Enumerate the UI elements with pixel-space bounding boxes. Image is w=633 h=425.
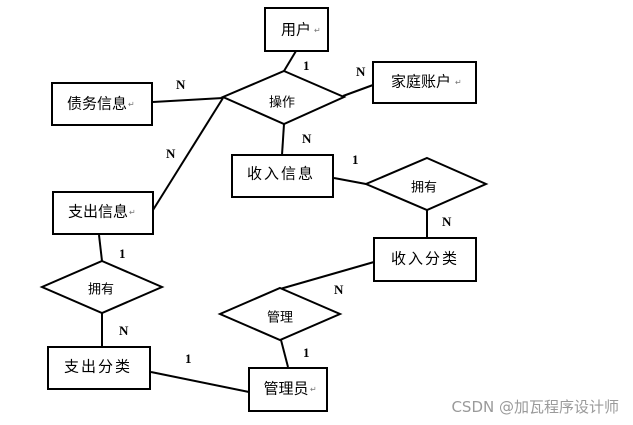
card-has-income-info: 1 (352, 152, 359, 167)
entity-income-info[interactable]: 收入信息 (231, 154, 334, 198)
card-operate-expense: N (166, 146, 176, 161)
entity-user[interactable]: 用户 ↵ (264, 7, 329, 52)
entity-admin[interactable]: 管理员 ↵ (248, 367, 328, 412)
card-has-expense-info: 1 (119, 246, 126, 261)
card-operate-user: 1 (303, 58, 310, 73)
card-has-expense-cat: N (119, 323, 129, 338)
entity-income-category-label: 收入分类 (391, 250, 459, 268)
pilcrow-mark: ↵ (314, 26, 321, 35)
relationship-operate-label: 操作 (269, 95, 295, 111)
pilcrow-mark: ↵ (128, 100, 135, 109)
entity-family-account-label: 家庭账户 (391, 73, 451, 91)
card-expense-cat-admin: 1 (185, 351, 192, 366)
pilcrow-mark: ↵ (310, 385, 317, 394)
entity-expense-category[interactable]: 支出分类 (47, 346, 151, 390)
card-operate-account: N (356, 64, 366, 79)
relationship-manage[interactable]: 管理 (217, 286, 343, 342)
entity-admin-label: 管理员 (263, 380, 308, 398)
relationship-has-income[interactable]: 拥有 (363, 156, 489, 212)
edge-expensecat-admin (150, 371, 250, 393)
card-has-income-cat: N (442, 214, 452, 229)
card-operate-income: N (302, 131, 312, 146)
edge-expense-has (98, 234, 103, 262)
entity-debt-info-label: 债务信息 (67, 95, 127, 113)
card-operate-debt: N (176, 77, 186, 92)
entity-family-account[interactable]: 家庭账户 ↵ (372, 61, 477, 104)
card-manage-admin: 1 (303, 345, 310, 360)
entity-income-info-label: 收入信息 (247, 165, 315, 183)
edge-operate-income (281, 123, 285, 156)
edge-income-has (333, 177, 367, 185)
entity-user-label: 用户 (281, 21, 311, 39)
relationship-has-income-label: 拥有 (411, 181, 437, 196)
relationship-operate[interactable]: 操作 (220, 69, 347, 126)
watermark: CSDN @加瓦程序设计师 (451, 398, 619, 416)
card-manage-income-cat: N (334, 282, 344, 297)
pilcrow-mark: ↵ (129, 208, 136, 217)
entity-expense-info[interactable]: 支出信息 ↵ (52, 191, 154, 235)
entity-income-category[interactable]: 收入分类 (373, 237, 477, 282)
relationship-manage-label: 管理 (267, 311, 293, 326)
edge-debt-operate (152, 97, 224, 103)
entity-expense-category-label: 支出分类 (64, 358, 132, 376)
edge-incomecat-manage (279, 261, 375, 290)
relationship-has-expense-label: 拥有 (88, 283, 114, 298)
edge-operate-expense (152, 97, 224, 211)
edge-user-operate (283, 50, 297, 72)
edge-manage-admin (280, 339, 289, 368)
relationship-has-expense[interactable]: 拥有 (39, 259, 165, 315)
entity-expense-info-label: 支出信息 (68, 203, 128, 221)
entity-debt-info[interactable]: 债务信息 ↵ (51, 82, 153, 126)
edge-operate-account (342, 84, 374, 97)
pilcrow-mark: ↵ (455, 78, 462, 87)
